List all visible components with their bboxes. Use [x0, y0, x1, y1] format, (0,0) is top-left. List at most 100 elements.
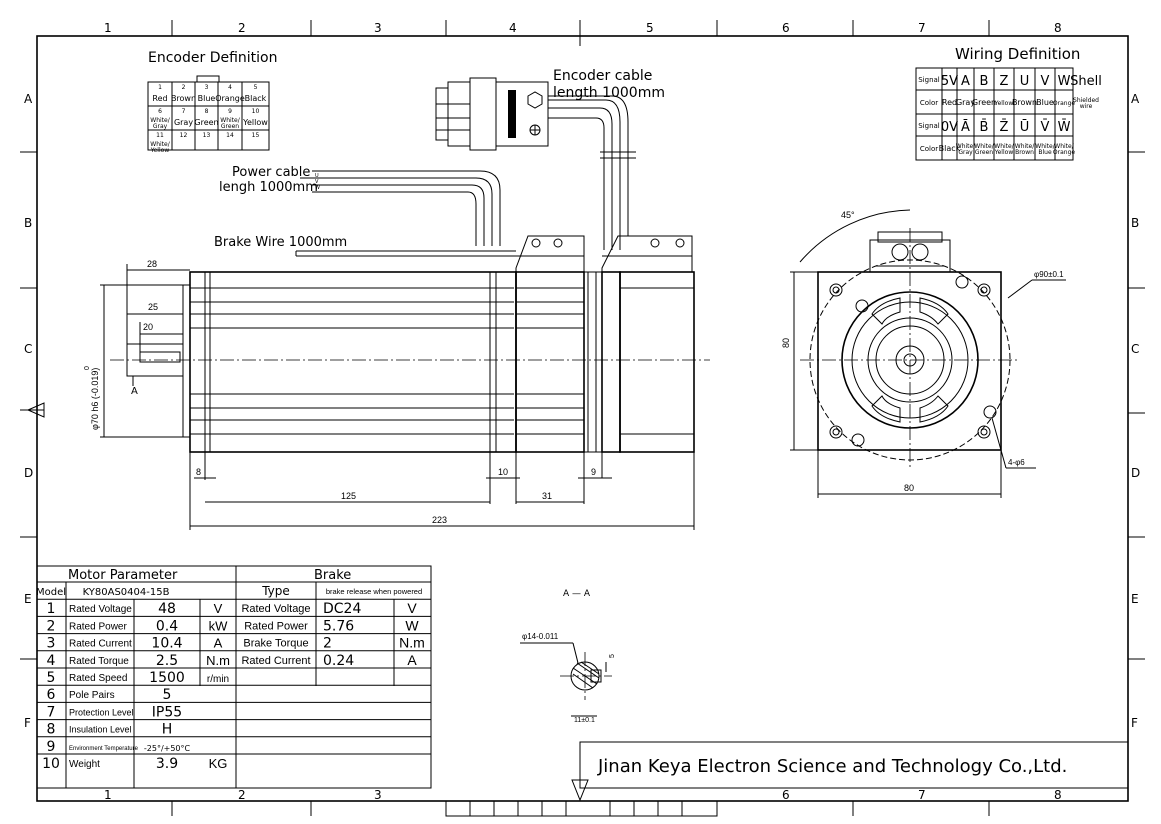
rrow-label-B: B	[1131, 216, 1139, 230]
dim-125: 125	[341, 491, 356, 501]
motor-side-view	[100, 235, 710, 453]
encoder-pin-num: 11	[156, 132, 164, 139]
rrow-label-D: D	[1131, 466, 1140, 480]
wiring-cell: 5V	[941, 74, 958, 89]
col-label-1: 1	[104, 21, 112, 35]
param-value: 2.5	[156, 653, 178, 669]
bcol-label-2: 2	[238, 788, 246, 802]
wiring-cell: Ā	[961, 120, 970, 135]
encoder-pin-grid	[147, 81, 270, 151]
encoder-pin-color: Brown	[171, 94, 196, 103]
section-title: A — A	[563, 589, 591, 599]
row-label-D: D	[24, 466, 33, 480]
rrow-label-C: C	[1131, 342, 1139, 356]
bottom-grid-labels: 1 2 3 6 7 8	[104, 788, 1062, 817]
encoder-pin-num: 1	[158, 84, 162, 91]
side-grid-labels: A B C D E F A B C D E F	[20, 92, 1145, 730]
wiring-row-label: Color	[920, 145, 938, 153]
dim-angle: 45°	[841, 210, 855, 220]
wiring-cell: Z	[1000, 74, 1009, 89]
wiring-cell: White/Gray	[956, 143, 976, 156]
wiring-cell: W̄	[1058, 120, 1071, 135]
brake-param-name: Rated Current	[241, 655, 310, 667]
wiring-cell: White/Blue	[1035, 143, 1055, 156]
brake-param-value: 2	[323, 636, 332, 652]
wiring-cell: 0V	[941, 120, 958, 135]
company-name: Jinan Keya Electron Science and Technolo…	[597, 756, 1067, 777]
dim-223: 223	[432, 515, 447, 525]
param-num: 2	[47, 618, 56, 634]
encoder-pin-num: 9	[228, 108, 232, 115]
col-label-4: 4	[509, 21, 517, 35]
param-value: 5	[163, 687, 172, 703]
encoder-pin-num: 7	[182, 108, 186, 115]
wiring-cell: A	[961, 74, 970, 89]
encoder-pin-num: 12	[180, 132, 188, 139]
wiring-definition-title: Wiring Definition	[955, 45, 1080, 63]
encoder-pin-color: Black	[245, 94, 267, 103]
encoder-pin-color: Blue	[198, 94, 216, 103]
dim-height-80: 80	[781, 338, 791, 348]
encoder-cable-length: length 1000mm	[553, 85, 665, 101]
section-mark-a: A	[131, 386, 138, 397]
param-value: 0.4	[156, 618, 178, 634]
param-name: Pole Pairs	[69, 690, 115, 701]
row-label-C: C	[24, 342, 32, 356]
dim-20: 20	[143, 322, 153, 332]
wiring-cell: Green	[972, 98, 996, 107]
wiring-cell: B̄	[980, 120, 989, 135]
param-num: 6	[47, 687, 56, 703]
param-value: IP55	[152, 704, 182, 720]
section-a-a: A — A φ14-0.011 5 11±0.1	[520, 589, 616, 724]
param-unit: KG	[209, 756, 228, 771]
wiring-row-label: Signal	[918, 76, 940, 84]
param-num: 9	[47, 739, 56, 755]
dim-10: 10	[498, 467, 508, 477]
param-num: 1	[47, 601, 56, 617]
row-label-A: A	[24, 92, 33, 106]
bcol-label-1: 1	[104, 788, 112, 802]
top-grid-labels: 1 2 3 4 5 6 7 8	[104, 20, 1062, 46]
param-value: 48	[158, 601, 176, 617]
motor-body	[189, 271, 517, 453]
brake-param-name: Rated Voltage	[241, 603, 310, 615]
encoder-terminal-box	[601, 235, 693, 273]
wiring-cell: Yellow	[994, 100, 1014, 107]
encoder-pin-color: Orange	[215, 94, 245, 103]
encoder-pin-color: White/Gray	[150, 117, 170, 130]
section-flat-dim: 11±0.1	[574, 717, 595, 724]
wiring-cell: U	[1020, 74, 1030, 89]
brake-type-label: Type	[261, 584, 290, 598]
wiring-cell: Blue	[1036, 98, 1054, 107]
brake-param-value: 0.24	[323, 653, 354, 669]
power-lead-w: W	[315, 185, 320, 191]
encoder-pin-num: 10	[252, 108, 260, 115]
encoder-pin-num: 8	[205, 108, 209, 115]
encoder-connector	[435, 77, 636, 250]
bcol-label-8: 8	[1054, 788, 1062, 802]
wiring-row-label: Signal	[918, 122, 940, 130]
wiring-cell: W	[1058, 74, 1071, 89]
center-mark-icon	[571, 779, 589, 802]
section-shaft-dim: φ14-0.011	[522, 632, 559, 641]
motor-parameter-title: Motor Parameter	[68, 568, 178, 583]
brake-param-name: Rated Power	[244, 620, 308, 632]
dim-pcd: φ90±0.1	[1034, 270, 1064, 279]
param-num: 4	[47, 653, 56, 669]
encoder-definition: Encoder Definition 1Red2Brown3Blue4Orang…	[147, 50, 277, 154]
bcol-label-3: 3	[374, 788, 382, 802]
param-name: Rated Current	[69, 639, 132, 650]
param-name: Rated Torque	[69, 656, 129, 667]
col-label-3: 3	[374, 21, 382, 35]
wiring-cell: V̄	[1041, 120, 1050, 135]
encoder-pin-num: 3	[205, 84, 209, 91]
rrow-label-F: F	[1131, 716, 1138, 730]
param-num: 8	[47, 722, 56, 738]
param-num: 10	[42, 756, 60, 772]
param-value: -25°/+50°C	[144, 744, 191, 753]
brake-param-unit: A	[407, 652, 417, 668]
param-name: Weight	[69, 759, 100, 770]
